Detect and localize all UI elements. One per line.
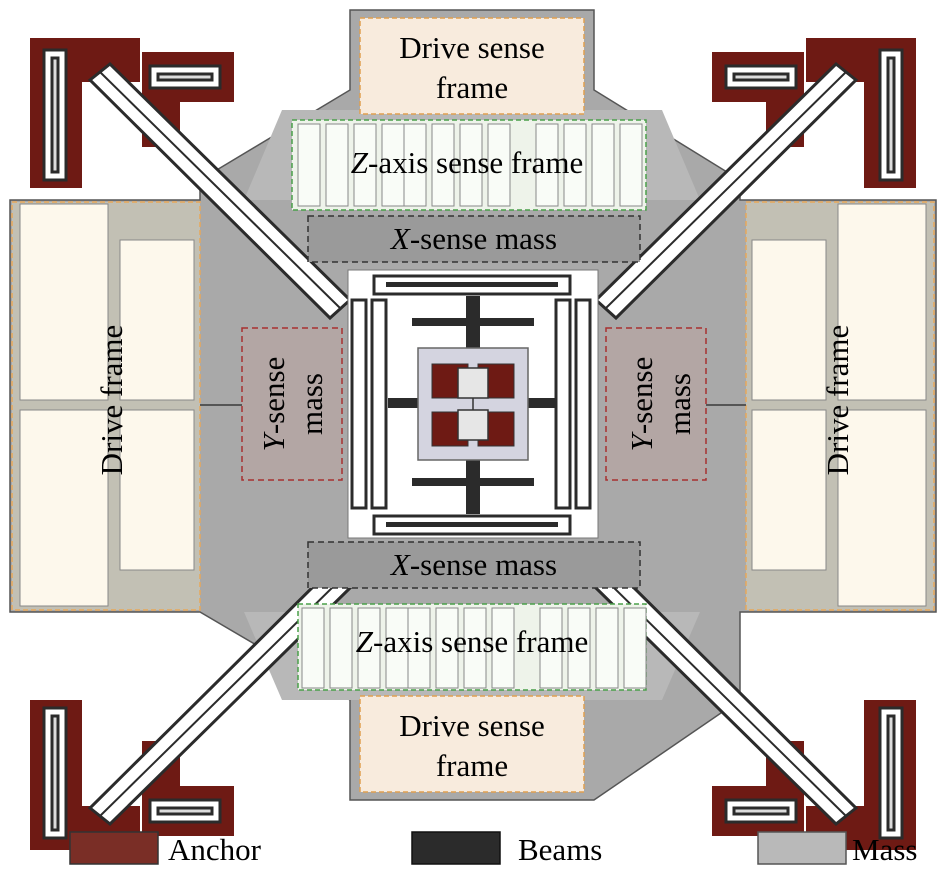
z-comb-cell <box>623 607 647 689</box>
label-y-sense-right-2: mass <box>662 373 697 435</box>
z-comb-cell <box>535 123 559 207</box>
z-comb-cell <box>403 123 427 207</box>
z-comb-cell <box>491 607 515 689</box>
drive-sense-frame-top <box>359 17 585 115</box>
legend-swatch-anchor <box>69 831 159 865</box>
y-sense-mass-left <box>241 327 343 481</box>
label-y-sense-right-1: Y-sense <box>624 357 659 452</box>
center-cross-beams <box>388 296 556 514</box>
z-comb-cell <box>459 123 483 207</box>
z-comb-cell <box>407 607 431 689</box>
legend-label-beams: Beams <box>518 832 602 867</box>
center-inner-spring <box>457 367 489 441</box>
label-z-axis-bottom: Z-axis sense frame <box>356 624 588 659</box>
z-comb-cell <box>329 607 353 689</box>
y-sense-mass-right <box>605 327 707 481</box>
x-sense-mass-bottom <box>307 541 641 589</box>
spring-corner-bottom-right <box>724 706 904 840</box>
spring-corner-top-left <box>42 48 222 182</box>
legend-label-mass: Mass <box>852 832 917 867</box>
drive-frame-right <box>745 201 935 611</box>
center-spring-top <box>372 274 572 296</box>
label-z-axis-top: Z-axis sense frame <box>351 145 583 180</box>
legend: Anchor Beams Mass <box>69 831 917 867</box>
z-comb-cell <box>325 123 349 207</box>
spring-corner-top-right <box>724 48 904 182</box>
z-comb-cell <box>487 123 511 207</box>
label-drive-sense-bottom-1: Drive sense <box>399 708 544 743</box>
label-drive-frame-right: Drive frame <box>820 325 855 476</box>
z-comb-cell <box>463 607 487 689</box>
z-axis-comb-cells <box>297 123 647 689</box>
x-sense-mass-top <box>307 215 641 263</box>
label-x-sense-bottom: X-sense mass <box>389 547 557 582</box>
legend-label-anchor: Anchor <box>168 832 262 867</box>
label-y-sense-left-1: Y-sense <box>256 357 291 452</box>
center-spring-left <box>350 298 388 510</box>
z-comb-cell <box>297 123 321 207</box>
z-comb-cell <box>431 123 455 207</box>
legend-swatch-mass <box>757 831 847 865</box>
z-comb-cell <box>619 123 643 207</box>
drive-sense-frame-bottom <box>359 695 585 793</box>
drive-frame-left <box>11 201 201 611</box>
z-comb-cell <box>435 607 459 689</box>
z-comb-cell <box>357 607 381 689</box>
z-comb-cell <box>595 607 619 689</box>
label-x-sense-top: X-sense mass <box>389 221 557 256</box>
label-drive-sense-top-2: frame <box>436 70 508 105</box>
z-comb-cell <box>563 123 587 207</box>
z-comb-cell <box>353 123 377 207</box>
legend-swatch-beams <box>411 831 501 865</box>
spring-corner-bottom-left <box>42 706 222 840</box>
z-comb-cell <box>539 607 563 689</box>
label-drive-frame-left: Drive frame <box>94 325 129 476</box>
z-comb-cell <box>567 607 591 689</box>
label-drive-sense-top-1: Drive sense <box>399 30 544 65</box>
center-spring-bottom <box>372 514 572 536</box>
z-comb-cell <box>301 607 325 689</box>
label-y-sense-left-2: mass <box>294 373 329 435</box>
z-comb-cell <box>591 123 615 207</box>
label-drive-sense-bottom-2: frame <box>436 748 508 783</box>
